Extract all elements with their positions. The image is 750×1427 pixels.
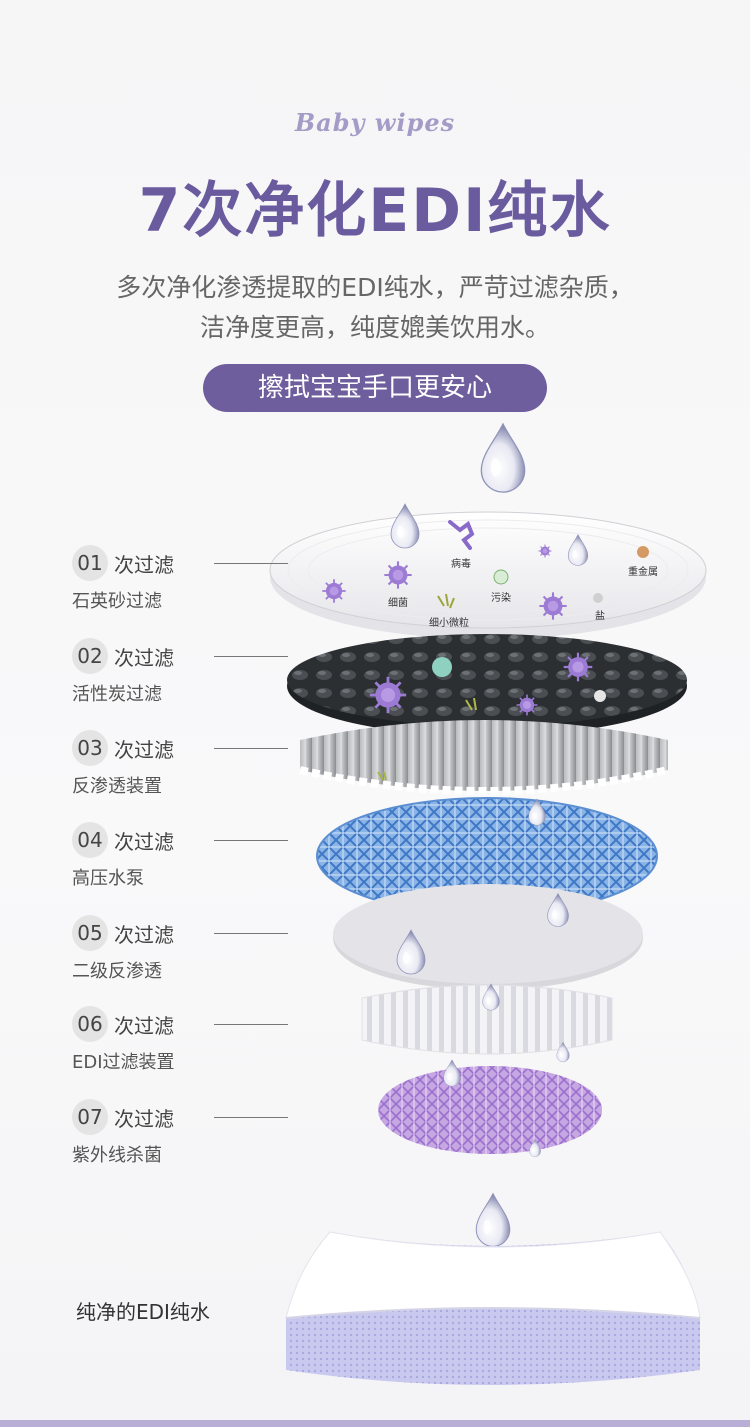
stage-name: 紫外线杀菌: [72, 1145, 162, 1166]
tagline: Baby wipes: [294, 108, 456, 137]
connector-line: [214, 1117, 288, 1118]
layer-secondary-reverse-osmosis: [333, 884, 643, 990]
stage-number: 03: [72, 730, 108, 766]
label-heavy-metal: 重金属: [628, 565, 658, 578]
stage-name: 二级反渗透: [72, 961, 162, 982]
bottom-accent-bar: [0, 1420, 750, 1427]
connector-line: [214, 748, 288, 749]
stage-number: 05: [72, 915, 108, 951]
label-salt: 盐: [595, 609, 605, 622]
stage-name: 石英砂过滤: [72, 591, 162, 612]
stage-name: 高压水泵: [72, 868, 144, 889]
label-bacteria: 细菌: [388, 596, 408, 609]
stage-title: 次过滤: [114, 1106, 174, 1131]
stage-title: 次过滤: [114, 1013, 174, 1038]
connector-line: [214, 1024, 288, 1025]
connector-line: [214, 840, 288, 841]
stage-title: 次过滤: [114, 552, 174, 577]
stage-title: 次过滤: [114, 645, 174, 670]
stage-title: 次过滤: [114, 737, 174, 762]
description-line-2: 洁净度更高，纯度媲美饮用水。: [199, 313, 550, 342]
layer-activated-carbon: [287, 634, 687, 736]
headline: 7次净化EDI纯水: [138, 176, 612, 246]
layer-uv-sterilization: [378, 1059, 602, 1158]
label-virus: 病毒: [451, 557, 471, 570]
result-label: 纯净的EDI纯水: [76, 1300, 210, 1324]
stage-title: 次过滤: [114, 829, 174, 854]
layer-reverse-osmosis: [299, 720, 669, 795]
stage-number: 02: [72, 638, 108, 674]
stage-name: 反渗透装置: [72, 776, 162, 797]
connector-line: [214, 563, 288, 564]
stage-number: 06: [72, 1006, 108, 1042]
layer-quartz-sand: 病毒 重金属 细菌 污染 细小微粒 盐: [269, 503, 707, 639]
stage-name: EDI过滤装置: [72, 1052, 175, 1073]
description-line-1: 多次净化渗透提取的EDI纯水，严苛过滤杂质，: [116, 273, 634, 302]
label-fine-particles: 细小微粒: [429, 616, 469, 629]
stage-number: 01: [72, 545, 108, 581]
pure-water-wipe: [285, 1231, 701, 1385]
layer-edi-device: [361, 983, 613, 1063]
stage-number: 07: [72, 1099, 108, 1135]
label-pollution: 污染: [491, 591, 511, 604]
stage-number: 04: [72, 822, 108, 858]
stage-title: 次过滤: [114, 922, 174, 947]
stage-name: 活性炭过滤: [72, 684, 162, 705]
connector-line: [214, 933, 288, 934]
connector-line: [214, 656, 288, 657]
benefit-pill: 擦拭宝宝手口更安心: [203, 364, 547, 412]
